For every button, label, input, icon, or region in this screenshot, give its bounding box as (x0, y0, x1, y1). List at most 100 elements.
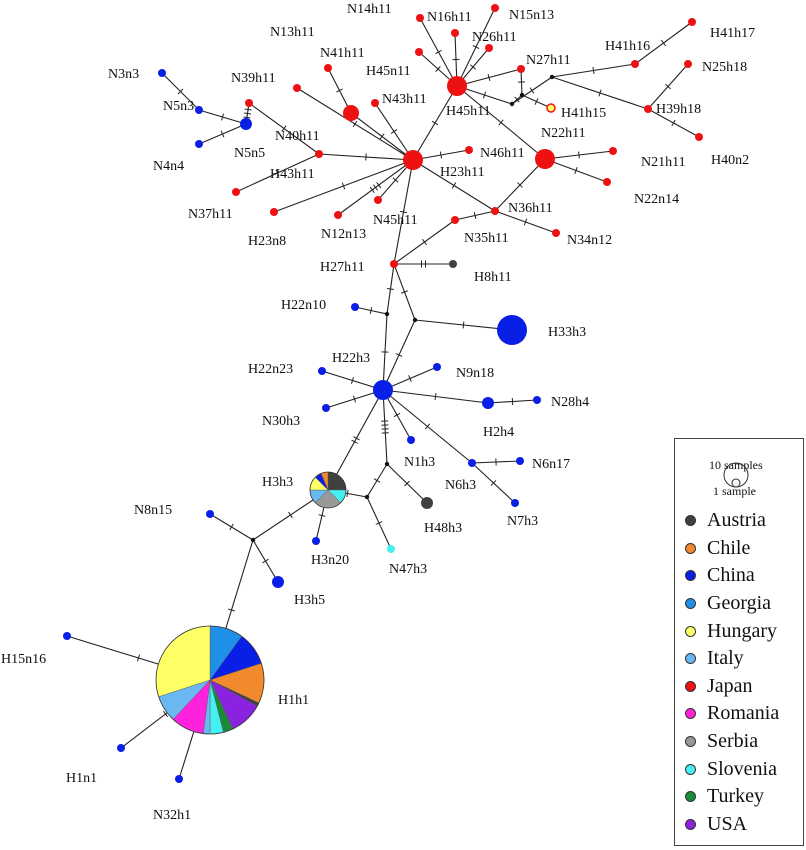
mutation-mark (434, 392, 437, 401)
legend-size-circle-small (731, 478, 741, 488)
node-circle (485, 44, 493, 52)
edge-N13h11-N41h11 (327, 67, 352, 114)
mutation-mark (136, 654, 141, 662)
network-nodes (63, 4, 703, 783)
mutation-mark (373, 478, 381, 483)
mutation-mark (523, 218, 528, 226)
haplotype-node-H45n11 (415, 48, 423, 56)
node-label-N43h11: N43h11 (382, 92, 427, 107)
node-circle (517, 65, 525, 73)
node-circle (535, 149, 555, 169)
node-circle (245, 99, 253, 107)
node-circle (374, 196, 382, 204)
mutation-mark (393, 412, 401, 418)
node-label-N26h11: N26h11 (472, 30, 517, 45)
legend-item-austria: Austria (675, 507, 805, 535)
mutation-mark (404, 480, 410, 487)
node-label-H23h11: H23h11 (440, 165, 485, 180)
node-label-N14h11: N14h11 (347, 2, 392, 17)
mutation-mark (350, 377, 355, 384)
node-label-N41h11: N41h11 (320, 46, 365, 61)
legend-label: USA (707, 812, 748, 835)
mutation-mark (375, 521, 383, 525)
node-label-H2h4: H2h4 (483, 425, 514, 440)
mutation-mark (395, 353, 403, 357)
legend-label: Japan (707, 674, 753, 697)
node-circle (552, 229, 560, 237)
haplotype-node-N6h3 (468, 459, 476, 467)
mutation-mark (435, 66, 441, 72)
haplotype-node-H45h11 (447, 76, 467, 96)
node-label-N22n14: N22n14 (634, 192, 679, 207)
node-circle (334, 211, 342, 219)
haplotype-node-N36h11 (491, 207, 499, 215)
mutation-mark (401, 290, 408, 294)
haplotype-node-N25h18 (684, 60, 692, 68)
network-labels: H1h1H3h3H15n16H1n1N32h1N8n15H3h5H3n20N47… (1, 2, 755, 823)
mutation-mark (281, 125, 287, 132)
node-circle (609, 147, 617, 155)
edge-m2-m3 (366, 463, 388, 498)
legend-label: Hungary (707, 619, 777, 642)
node-circle (315, 150, 323, 158)
edge-m7-N27h11 (517, 68, 526, 96)
mutation-mark (517, 182, 523, 188)
node-circle (403, 150, 423, 170)
legend-label: Austria (707, 509, 766, 532)
mutation-mark (422, 238, 427, 246)
node-circle (695, 133, 703, 141)
haplotype-node-H39h18 (644, 105, 652, 113)
mutation-mark (369, 306, 373, 315)
network-edges (66, 7, 700, 780)
edge-N35h11-N36h11 (454, 210, 496, 221)
mutation-mark (498, 119, 504, 126)
legend-item-italy: Italy (675, 645, 805, 673)
node-label-H22n23: H22n23 (248, 362, 293, 377)
legend-label: Georgia (707, 592, 772, 615)
median-vector-m6 (509, 101, 515, 107)
edge-N5n3-N3n3 (161, 72, 200, 111)
node-label-N28h4: N28h4 (551, 395, 589, 410)
mutation-mark (671, 119, 676, 127)
node-circle (318, 367, 326, 375)
legend-item-romania: Romania (675, 700, 805, 728)
edge-H23h11-H23n8 (273, 159, 414, 213)
haplotype-node-H41h17 (688, 18, 696, 26)
edge-N22h11-N21h11 (544, 150, 614, 160)
haplotype-node-N22h11 (535, 149, 555, 169)
edge-H39h18-N25h18 (647, 63, 689, 110)
haplotype-node-N7h3 (511, 499, 519, 507)
haplotype-node-H8h11 (449, 260, 457, 268)
edge-H23h11-N39h11 (296, 87, 414, 161)
median-vector-m5 (412, 317, 418, 323)
legend-item-turkey: Turkey (675, 783, 805, 811)
mutation-mark (244, 108, 252, 111)
legend-label: Chile (707, 536, 751, 559)
mutation-mark (661, 39, 666, 47)
legend-swatch (685, 542, 696, 554)
mutation-mark (592, 66, 595, 75)
edge-m5-H27h11 (393, 263, 416, 321)
legend-size-key: 10 samples 1 sample (675, 439, 805, 509)
edge-m2-N47h3 (366, 496, 392, 550)
haplotype-node-N34n12 (552, 229, 560, 237)
pie-outline (309, 471, 347, 509)
haplotype-node-N32h1 (175, 775, 183, 783)
node-circle (270, 208, 278, 216)
node-label-H48h3: H48h3 (424, 521, 462, 536)
node-circle (343, 105, 359, 121)
legend-label: Romania (707, 702, 780, 725)
haplotype-node-N43h11 (371, 99, 379, 107)
mutation-mark (376, 182, 382, 189)
node-label-N3n3: N3n3 (108, 67, 139, 82)
mutation-mark (390, 129, 398, 134)
node-label-N36h11: N36h11 (508, 201, 553, 216)
mutation-mark (482, 91, 487, 99)
haplotype-node-H15n16 (63, 632, 71, 640)
mutation-mark (574, 167, 578, 174)
haplotype-node-N46h11 (465, 146, 473, 154)
node-label-N7h3: N7h3 (507, 514, 538, 529)
haplotype-node-N14h11 (416, 14, 424, 22)
mutation-mark (514, 96, 520, 103)
node-label-H40n2: H40n2 (711, 153, 749, 168)
